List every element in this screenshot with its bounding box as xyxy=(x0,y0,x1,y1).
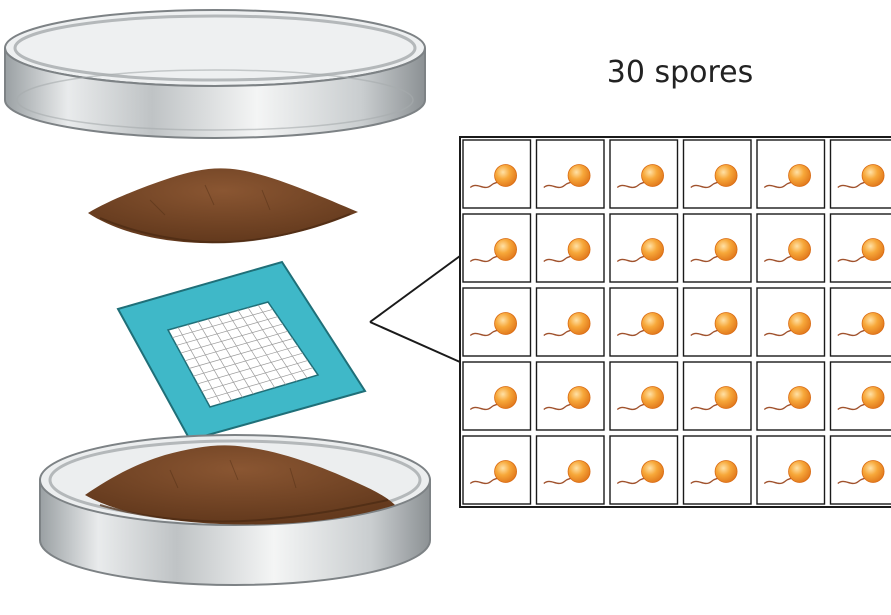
membrane-grid-line xyxy=(197,352,304,385)
grid-cell xyxy=(609,435,679,505)
soil-top xyxy=(88,168,358,244)
grid-cell xyxy=(462,361,532,431)
grid-cell xyxy=(756,435,826,505)
spore xyxy=(861,460,885,483)
grid-cell xyxy=(462,139,532,209)
grid-cell xyxy=(609,287,679,357)
membrane-grid-line xyxy=(205,367,314,400)
spore xyxy=(494,460,517,483)
membrane-grid-line xyxy=(237,310,286,385)
grid-cell xyxy=(682,361,752,431)
membrane-grid-line xyxy=(188,338,294,369)
spore xyxy=(641,460,664,483)
grid-cell xyxy=(829,435,891,505)
spore xyxy=(861,386,885,409)
grid-cell xyxy=(756,213,826,283)
grid-cell xyxy=(535,213,605,283)
grid-cell xyxy=(609,361,679,431)
spore xyxy=(788,386,811,409)
petri-dish-bottom xyxy=(39,434,431,586)
grid-cell xyxy=(829,213,891,283)
membrane-grid-line xyxy=(193,345,299,377)
spore xyxy=(641,386,664,409)
spore xyxy=(788,312,811,335)
grid-cell xyxy=(609,139,679,209)
petri-dish-lid xyxy=(4,9,426,139)
grid-cell xyxy=(535,139,605,209)
spore xyxy=(567,312,591,335)
membrane-grid xyxy=(172,304,314,404)
grid-cell xyxy=(829,361,891,431)
callout-lines xyxy=(369,255,461,363)
spore xyxy=(861,238,885,261)
spore xyxy=(714,238,738,261)
grid-cell xyxy=(462,287,532,357)
grid-cell xyxy=(829,139,891,209)
grid-cell xyxy=(462,213,532,283)
membrane-filter xyxy=(116,260,367,442)
grid-cell xyxy=(535,287,605,357)
spore xyxy=(641,312,664,335)
spore xyxy=(567,386,591,409)
spore xyxy=(714,164,738,187)
spore xyxy=(567,238,591,261)
spore xyxy=(494,238,517,261)
grid-cell xyxy=(829,287,891,357)
grid-cell xyxy=(756,361,826,431)
grid-cell xyxy=(682,139,752,209)
membrane-grid-line xyxy=(257,304,308,379)
spore xyxy=(788,460,811,483)
spore xyxy=(567,460,591,483)
grid-cell xyxy=(535,435,605,505)
spore xyxy=(567,164,591,187)
spore xyxy=(714,386,738,409)
grid-cell xyxy=(462,435,532,505)
spore xyxy=(494,164,517,187)
membrane-grid-line xyxy=(201,360,309,392)
spore xyxy=(494,386,517,409)
spore xyxy=(714,312,738,335)
spore xyxy=(641,238,664,261)
grid-cell xyxy=(609,213,679,283)
spore xyxy=(641,164,664,187)
spore-count-grid xyxy=(459,136,891,508)
membrane-grid-line xyxy=(227,313,276,388)
spore xyxy=(714,460,738,483)
membrane-grid-line xyxy=(247,307,297,382)
grid-cell xyxy=(535,361,605,431)
grid-cell xyxy=(682,287,752,357)
grid-cell-box xyxy=(609,361,679,431)
spore xyxy=(788,164,811,187)
grid-cell xyxy=(756,287,826,357)
grid-cell xyxy=(756,139,826,209)
spore xyxy=(494,312,517,335)
grid-cell xyxy=(682,213,752,283)
grid-cell xyxy=(682,435,752,505)
grid-cell-box xyxy=(682,139,752,209)
spore xyxy=(788,238,811,261)
spore xyxy=(861,312,885,335)
spore xyxy=(861,164,885,187)
caption-spore-count: 30 spores xyxy=(606,55,754,90)
